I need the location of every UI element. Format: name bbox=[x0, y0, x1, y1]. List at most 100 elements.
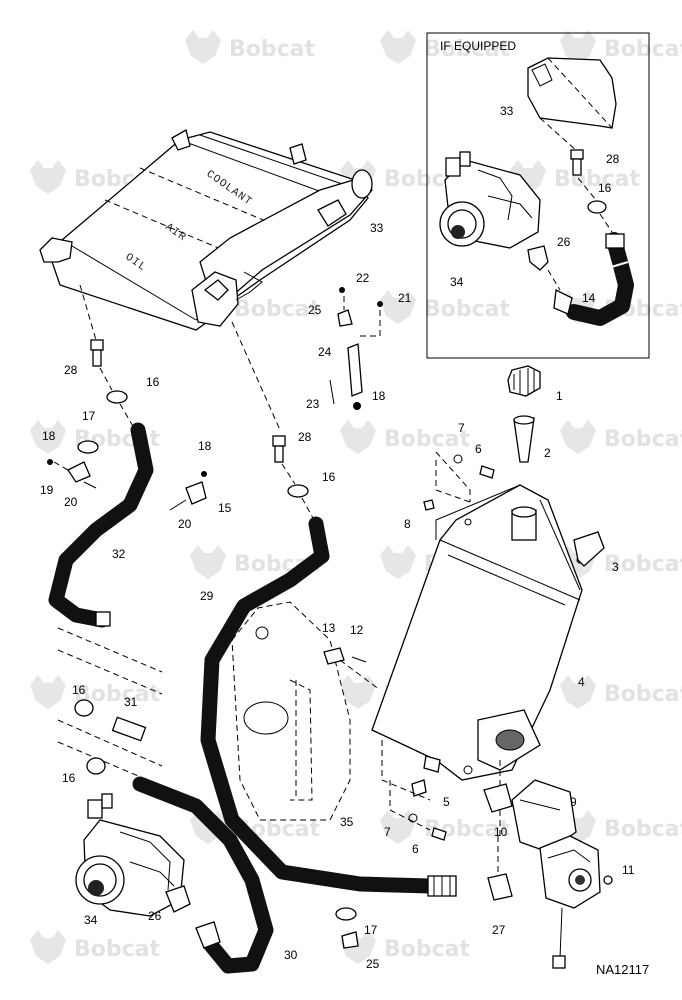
bracket-19 bbox=[67, 461, 91, 483]
inset-hose-fitting bbox=[553, 289, 573, 315]
bracket-24 bbox=[347, 343, 363, 397]
callout-34: 34 bbox=[84, 913, 98, 927]
leader-13 bbox=[339, 659, 381, 691]
hose-32-end bbox=[95, 611, 111, 627]
clamp-16-left bbox=[106, 390, 128, 404]
leader-bottom-bolts-2 bbox=[389, 780, 431, 831]
bolt-20-mid bbox=[169, 499, 187, 511]
bobcat-logo-icon: Bobcat bbox=[185, 30, 316, 64]
bobcat-logo-icon: Bobcat bbox=[380, 290, 511, 324]
clamp-17-left bbox=[77, 440, 99, 454]
inset-hose-end bbox=[605, 233, 625, 249]
leader-fitting-left bbox=[99, 367, 113, 391]
inset-panel: IF EQUIPPED bbox=[426, 32, 650, 359]
inset-leader-clamp bbox=[599, 213, 613, 233]
callout-33: 33 bbox=[370, 221, 384, 235]
clamp-25-upper bbox=[337, 309, 353, 327]
callout-6: 6 bbox=[475, 442, 482, 456]
callout-25: 25 bbox=[366, 957, 380, 971]
fitting-lower bbox=[423, 755, 441, 773]
hose-30 bbox=[132, 776, 274, 974]
callout-16: 16 bbox=[598, 181, 612, 195]
nut-18-upper bbox=[353, 402, 361, 410]
inset-fitting-28 bbox=[570, 149, 584, 176]
bolt-23 bbox=[329, 379, 335, 405]
hose-30-fitting bbox=[195, 921, 221, 949]
callout-32: 32 bbox=[112, 547, 126, 561]
clamp-25-lower bbox=[341, 931, 359, 949]
watermark-text: Bobcat bbox=[384, 427, 471, 452]
nut-8 bbox=[423, 499, 435, 511]
bobcat-logo-icon: Bobcat bbox=[380, 30, 511, 64]
callout-14: 14 bbox=[582, 291, 596, 305]
callout-17: 17 bbox=[82, 409, 96, 423]
callout-15: 15 bbox=[218, 501, 232, 515]
filter-9 bbox=[511, 779, 577, 853]
bobcat-logo-icon: Bobcat bbox=[560, 675, 682, 709]
elbow-26 bbox=[165, 885, 191, 913]
callout-18: 18 bbox=[372, 389, 386, 403]
bolt-22 bbox=[339, 287, 345, 293]
shield-35 bbox=[231, 601, 351, 821]
callout-12: 12 bbox=[350, 623, 364, 637]
filler-cap-1 bbox=[507, 365, 541, 397]
watermark-text: Bobcat bbox=[604, 817, 682, 842]
filter-head bbox=[539, 835, 601, 909]
inset-clamp-16 bbox=[587, 200, 607, 214]
bolt-21 bbox=[377, 301, 383, 307]
bobcat-logo-icon: Bobcat bbox=[340, 420, 471, 454]
bolt-20-left bbox=[83, 481, 97, 489]
callout-7: 7 bbox=[384, 825, 391, 839]
leader-cooler-right bbox=[231, 321, 281, 431]
callout-27: 27 bbox=[492, 923, 506, 937]
hydraulic-reservoir-4 bbox=[371, 484, 584, 781]
leader-top-bolts-2 bbox=[435, 460, 471, 503]
tee-fitting-27 bbox=[487, 873, 513, 901]
callout-7: 7 bbox=[458, 421, 465, 435]
callout-24: 24 bbox=[318, 345, 332, 359]
fitting-28-right bbox=[272, 435, 286, 463]
drawing-number: NA12117 bbox=[596, 962, 649, 977]
callout-19: 19 bbox=[40, 483, 54, 497]
sensor-wire bbox=[559, 907, 563, 959]
callout-4: 4 bbox=[578, 675, 585, 689]
callout-5: 5 bbox=[443, 795, 450, 809]
hose-32 bbox=[48, 422, 154, 628]
fitting-10 bbox=[483, 783, 513, 813]
leader-21 bbox=[360, 308, 381, 337]
inset-title: IF EQUIPPED bbox=[440, 39, 516, 53]
inset-leader-fitting bbox=[577, 177, 597, 201]
nut-18-mid bbox=[201, 471, 207, 477]
watermark-text: Bobcat bbox=[604, 37, 682, 62]
callout-25: 25 bbox=[308, 303, 322, 317]
bobcat-logo-icon: Bobcat bbox=[560, 420, 682, 454]
leader-left-upper bbox=[57, 627, 163, 695]
callout-9: 9 bbox=[570, 795, 577, 809]
callout-16: 16 bbox=[62, 771, 76, 785]
callout-3: 3 bbox=[612, 560, 619, 574]
callout-6: 6 bbox=[412, 842, 419, 856]
callout-17: 17 bbox=[364, 923, 378, 937]
watermark-text: Bobcat bbox=[384, 937, 471, 962]
nut-18-left bbox=[47, 459, 53, 465]
watermark-text: Bobcat bbox=[424, 297, 511, 322]
callout-16: 16 bbox=[146, 375, 160, 389]
inset-hose-14 bbox=[566, 232, 634, 326]
callout-20: 20 bbox=[178, 517, 192, 531]
callout-28: 28 bbox=[64, 363, 78, 377]
bobcat-logo-icon: Bobcat bbox=[30, 930, 161, 964]
callout-10: 10 bbox=[494, 825, 508, 839]
callout-35: 35 bbox=[340, 815, 354, 829]
bolt-12 bbox=[351, 656, 367, 663]
callout-18: 18 bbox=[42, 429, 56, 443]
callout-13: 13 bbox=[322, 621, 336, 635]
callout-23: 23 bbox=[306, 397, 320, 411]
callout-28: 28 bbox=[606, 152, 620, 166]
bolt-6-bottom bbox=[431, 827, 447, 841]
inset-cooler-edge bbox=[547, 57, 613, 129]
clamp-16-right bbox=[287, 484, 309, 498]
callout-16: 16 bbox=[72, 683, 86, 697]
bobcat-logo-icon: Bobcat bbox=[560, 30, 682, 64]
fitting-13 bbox=[323, 647, 345, 665]
